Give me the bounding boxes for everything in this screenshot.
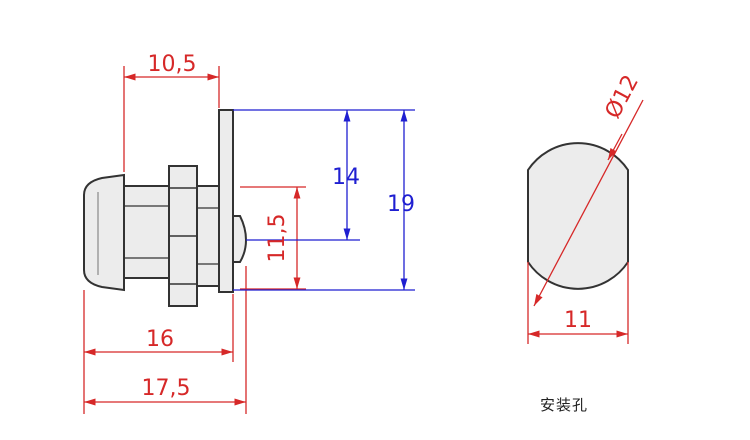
lock-thread [196,185,220,287]
dim-label-17-5: 17,5 [142,376,191,401]
dim-label-11: 11 [564,308,592,333]
dim-label-14: 14 [332,165,360,190]
lock-barrel [123,185,170,279]
mounting-hole-outline [527,142,629,290]
dim-label-11-5: 11,5 [265,214,290,263]
spindle [232,215,248,263]
dim-label-diameter-12: Ø12 [601,71,644,123]
dim-label-19: 19 [387,192,415,217]
lock-cap [83,173,125,292]
dim-label-10-5: 10,5 [148,52,197,77]
red-dimensions [83,66,306,414]
cam-plate [218,109,234,293]
mounting-hole-view [527,99,644,344]
cam-lock-side-view [83,109,248,307]
dim-label-16: 16 [146,327,174,352]
mounting-hole-caption: 安装孔 [540,396,589,414]
blue-dimensions [233,109,415,291]
